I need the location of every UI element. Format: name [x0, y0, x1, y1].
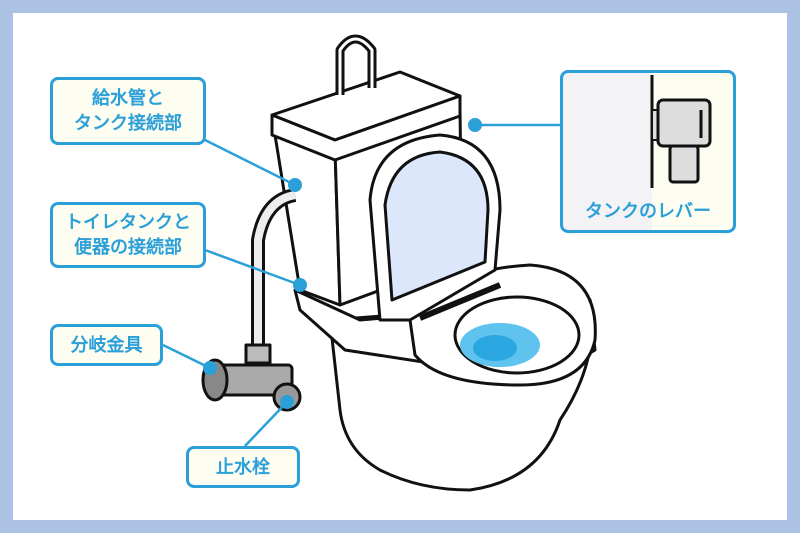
leader-branch-fitting — [162, 343, 211, 370]
label-branch-fitting: 分岐金具 — [50, 324, 163, 366]
label-line: 給水管と — [92, 88, 164, 109]
label-line: タンク接続部 — [74, 113, 182, 134]
label-line: トイレタンクと — [65, 212, 191, 233]
label-line: 便器の接続部 — [74, 237, 182, 258]
leader-supply-pipe — [204, 138, 296, 187]
label-text: タンクのレバー — [585, 201, 711, 222]
label-text: 分岐金具 — [70, 334, 143, 356]
label-stop-valve: 止水栓 — [186, 446, 300, 488]
tank-lever-closeup — [650, 75, 712, 188]
label-text: 止水栓 — [216, 456, 270, 478]
pipe-nut — [244, 343, 272, 365]
label-tank-bowl-connection: トイレタンクと 便器の接続部 — [50, 202, 206, 268]
label-tank-lever: タンクのレバー — [560, 70, 736, 233]
leader-stop-valve — [244, 401, 288, 447]
leader-tank-bowl — [204, 248, 301, 287]
label-supply-pipe-connection: 給水管と タンク接続部 — [50, 77, 206, 145]
